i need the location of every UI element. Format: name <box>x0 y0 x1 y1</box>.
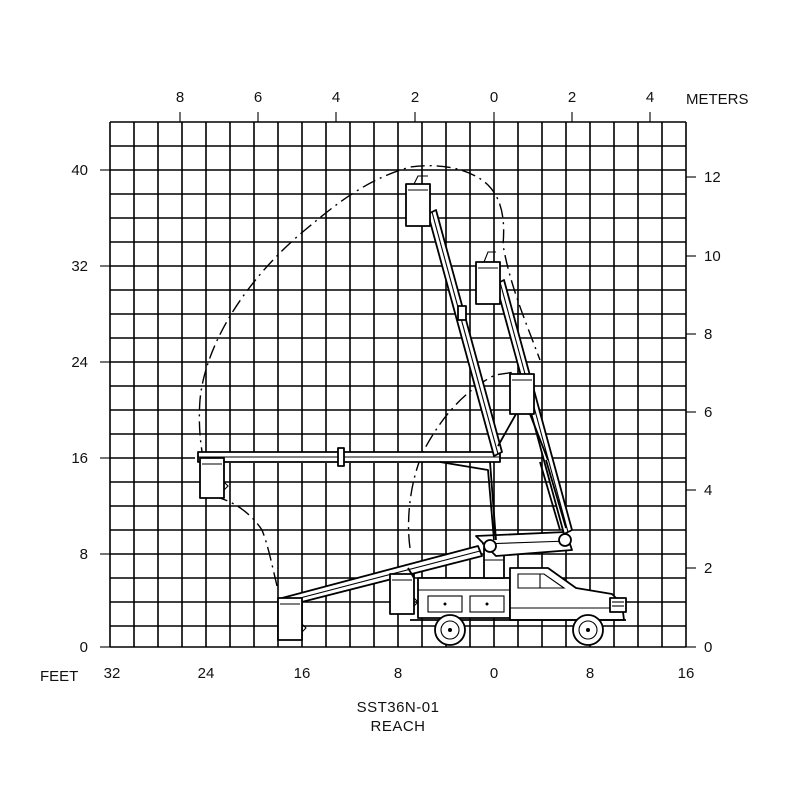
left-tick-label: 40 <box>71 162 88 179</box>
boom-horizontal <box>197 447 501 541</box>
left-tick-label: 0 <box>80 639 88 656</box>
bottom-axis-unit: FEET <box>40 668 78 685</box>
truck-utility-body <box>417 577 511 619</box>
rear-wheel <box>434 614 466 646</box>
left-tick-label: 8 <box>80 546 88 563</box>
truck-cab <box>509 567 625 621</box>
boom-mid <box>497 373 549 461</box>
truck <box>410 547 627 646</box>
bucket <box>389 573 415 615</box>
boom-low-near <box>389 567 419 615</box>
diagram-model-label: SST36N-01 <box>357 699 440 716</box>
top-tick-label: 2 <box>568 89 576 106</box>
bucket <box>475 261 501 305</box>
boom-low-reach <box>277 545 483 641</box>
right-tick-label: 12 <box>704 169 721 186</box>
right-tick-label: 0 <box>704 639 712 656</box>
boom-knuckle <box>475 531 573 557</box>
boom-max-height <box>405 175 503 457</box>
bottom-axis: FEET 32 24 16 8 0 8 16 <box>40 665 694 685</box>
right-axis: 12 10 8 6 4 2 0 <box>704 169 721 656</box>
bucket <box>277 597 303 641</box>
bucket <box>405 183 431 227</box>
working-envelope <box>195 165 541 587</box>
left-tick-label: 16 <box>71 450 88 467</box>
top-tick-label: 2 <box>411 89 419 106</box>
right-tick-label: 4 <box>704 482 712 499</box>
right-tick-label: 10 <box>704 248 721 265</box>
diagram-subtitle: REACH <box>370 718 425 735</box>
bottom-tick-label: 32 <box>104 665 121 682</box>
top-axis-unit: METERS <box>686 91 749 108</box>
bottom-tick-label: 8 <box>394 665 402 682</box>
inner-envelope-line <box>407 371 516 549</box>
right-tick-label: 2 <box>704 560 712 577</box>
top-tick-label: 0 <box>490 89 498 106</box>
right-tick-label: 6 <box>704 404 712 421</box>
tick-marks <box>100 112 696 648</box>
right-tick-label: 8 <box>704 326 712 343</box>
outer-envelope-line <box>198 165 541 587</box>
top-tick-label: 4 <box>646 89 654 106</box>
front-wheel <box>572 614 604 646</box>
left-tick-label: 24 <box>71 354 88 371</box>
top-tick-label: 4 <box>332 89 340 106</box>
bottom-tick-label: 8 <box>586 665 594 682</box>
bottom-tick-label: 16 <box>678 665 695 682</box>
left-tick-label: 32 <box>71 258 88 275</box>
bottom-tick-label: 16 <box>294 665 311 682</box>
top-axis: 8 6 4 2 0 2 4 METERS <box>176 89 749 108</box>
left-axis: 40 32 24 16 8 0 <box>71 162 88 656</box>
bottom-tick-label: 0 <box>490 665 498 682</box>
top-tick-label: 8 <box>176 89 184 106</box>
bucket <box>509 373 535 415</box>
top-tick-label: 6 <box>254 89 262 106</box>
bucket <box>199 457 225 499</box>
bottom-tick-label: 24 <box>198 665 215 682</box>
